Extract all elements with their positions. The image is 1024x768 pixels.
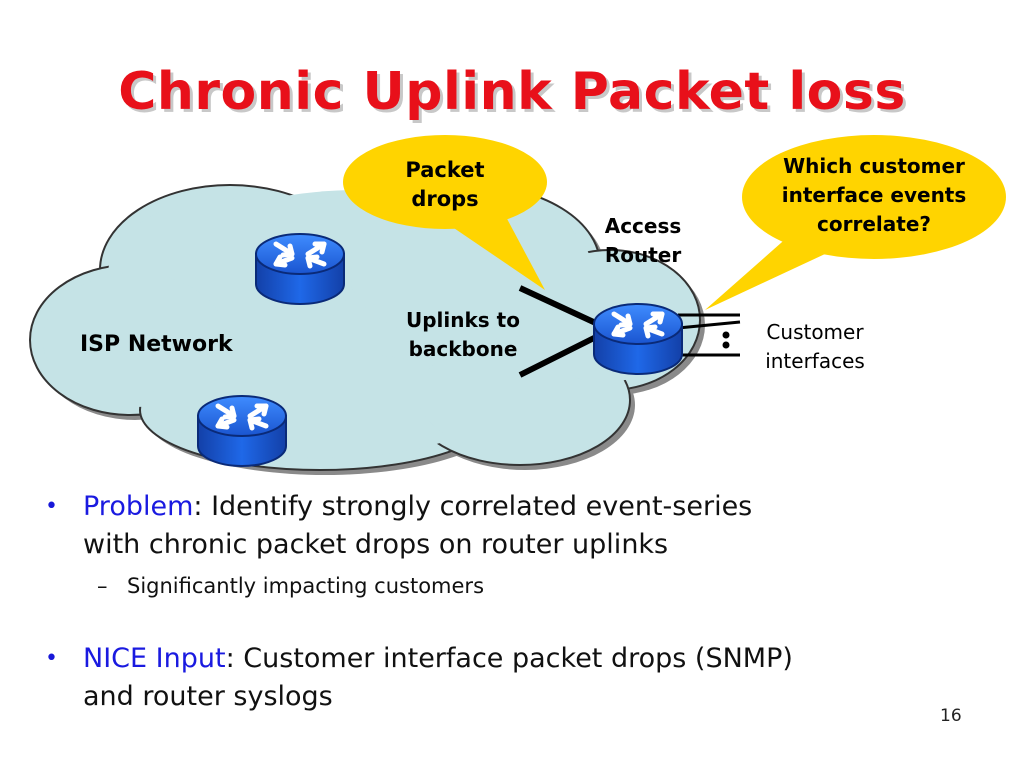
slide-title: Chronic Uplink Packet loss — [118, 62, 906, 122]
packet-drops-label: Packet drops — [405, 158, 485, 211]
customer-interfaces-label: Customer interfaces — [765, 320, 865, 373]
bullet-marker: • — [45, 494, 58, 519]
bullet-item: • NICE Input: Customer interface packet … — [45, 640, 995, 730]
router-icon — [256, 234, 344, 304]
customer-question-label: Which customer interface events correlat… — [781, 154, 967, 236]
network-diagram — [29, 135, 1006, 475]
bullet-item: • Problem: Identify strongly correlated … — [45, 488, 995, 608]
bullet-marker: • — [45, 646, 58, 671]
bullet-list: • Problem: Identify strongly correlated … — [45, 488, 995, 728]
isp-cloud — [29, 184, 705, 475]
access-router-icon — [594, 304, 682, 374]
customer-interface-lines — [677, 313, 741, 357]
uplink-lines — [518, 285, 602, 378]
bullet-keyword: Problem — [83, 491, 194, 522]
sub-bullet-marker: – — [97, 574, 108, 598]
sub-bullet-item: –Significantly impacting customers — [97, 574, 485, 598]
access-router-label: Access Router — [604, 214, 682, 267]
isp-network-label: ISP Network — [80, 332, 233, 357]
bullet-keyword: NICE Input — [83, 643, 226, 674]
uplinks-label: Uplinks to backbone — [406, 308, 520, 361]
router-icon — [198, 396, 286, 466]
customer-question-callout — [705, 135, 1006, 310]
page-number: 16 — [940, 706, 962, 726]
packet-drops-callout — [343, 135, 547, 290]
